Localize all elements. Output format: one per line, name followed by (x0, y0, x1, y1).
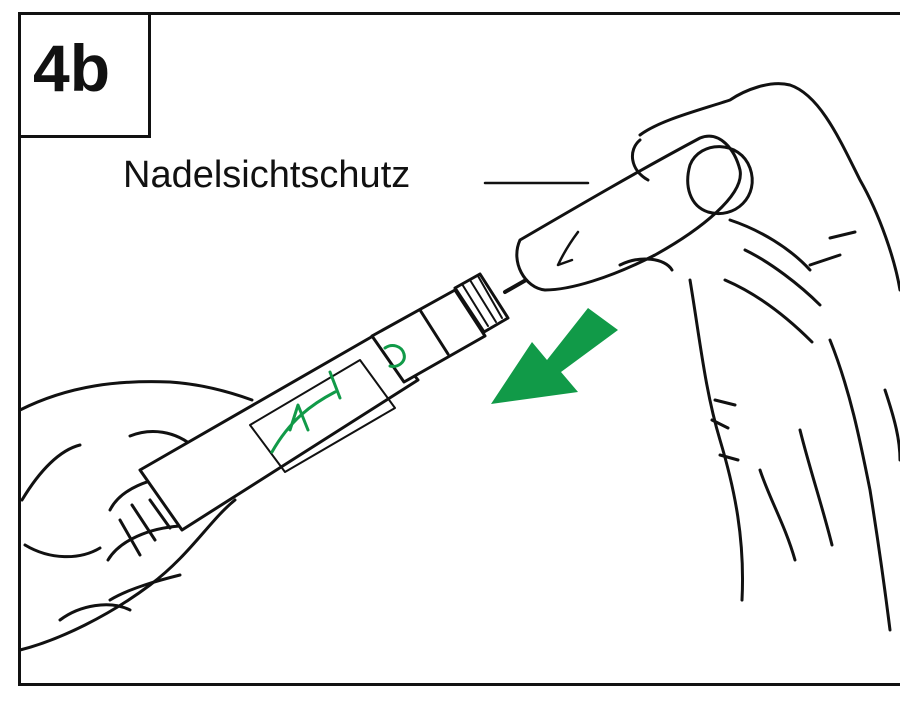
needle-cap-label: Nadelsichtschutz (123, 153, 410, 197)
left-hand (20, 382, 252, 650)
step-number: 4b (33, 35, 110, 101)
step-number-box: 4b (18, 12, 151, 138)
pull-direction-arrow (491, 308, 618, 404)
pen-body (140, 272, 540, 530)
